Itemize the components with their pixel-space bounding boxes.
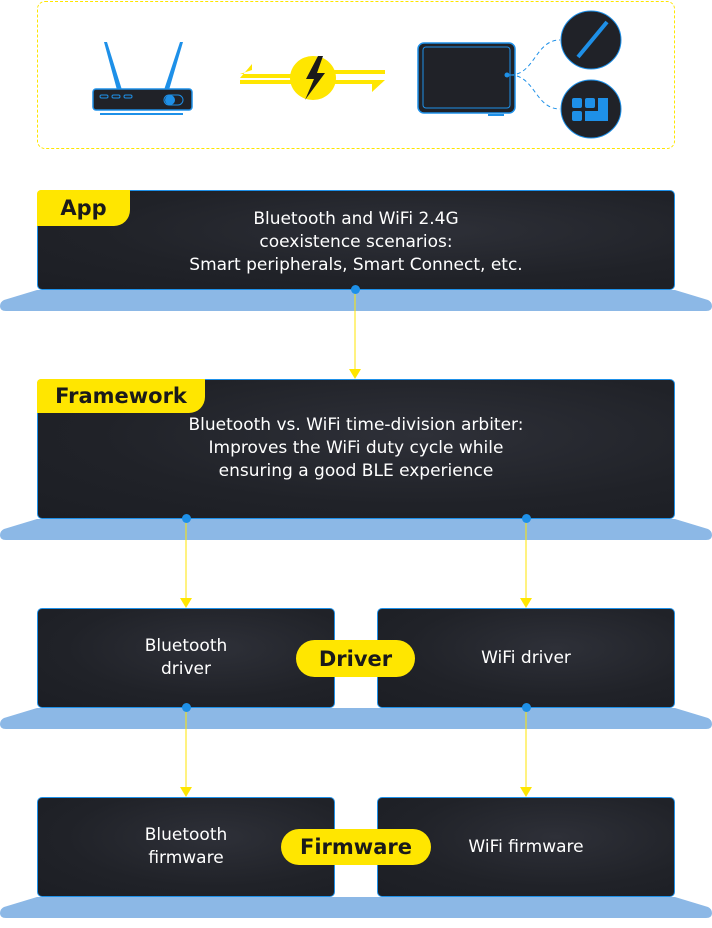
tablet-icon xyxy=(417,39,561,116)
layer-platforms xyxy=(0,290,712,918)
driver-layer-label: Driver xyxy=(296,640,415,677)
wifi-driver-text: WiFi driver xyxy=(481,647,571,668)
bluetooth-firmware-text: Bluetooth xyxy=(144,825,228,845)
bluetooth-driver-text: Bluetooth xyxy=(144,636,228,656)
connector-dot xyxy=(522,514,531,523)
router-icon xyxy=(92,42,193,115)
device-illustration-frame xyxy=(37,1,675,149)
app-text-line: Bluetooth and WiFi 2.4G xyxy=(253,208,459,229)
framework-layer-label: Framework xyxy=(37,379,205,413)
firmware-layer-label: Firmware xyxy=(281,829,431,865)
connector-dot xyxy=(351,285,360,294)
wifi-firmware-text: WiFi firmware xyxy=(468,836,584,857)
wifi-driver-box: WiFi driver xyxy=(377,608,675,708)
app-layer-label: App xyxy=(37,190,130,226)
app-text-line: Smart peripherals, Smart Connect, etc. xyxy=(189,254,523,275)
interference-bolt-icon xyxy=(240,56,385,100)
framework-text-line: Bluetooth vs. WiFi time-division arbiter… xyxy=(188,415,524,435)
bluetooth-firmware-text: firmware xyxy=(148,848,224,868)
connector-dot xyxy=(182,703,191,712)
connector-arrows xyxy=(180,369,532,797)
keyboard-icon xyxy=(560,79,622,139)
bluetooth-driver-box: Bluetooth driver xyxy=(37,608,335,708)
connector-dot xyxy=(522,703,531,712)
stylus-icon xyxy=(560,10,622,70)
framework-text-line: Improves the WiFi duty cycle while xyxy=(208,438,504,458)
app-text-line: coexistence scenarios: xyxy=(259,231,453,252)
connector-dot xyxy=(182,514,191,523)
bluetooth-driver-text: driver xyxy=(160,659,211,679)
connectors xyxy=(185,289,527,790)
framework-text-line: ensuring a good BLE experience xyxy=(218,461,494,481)
